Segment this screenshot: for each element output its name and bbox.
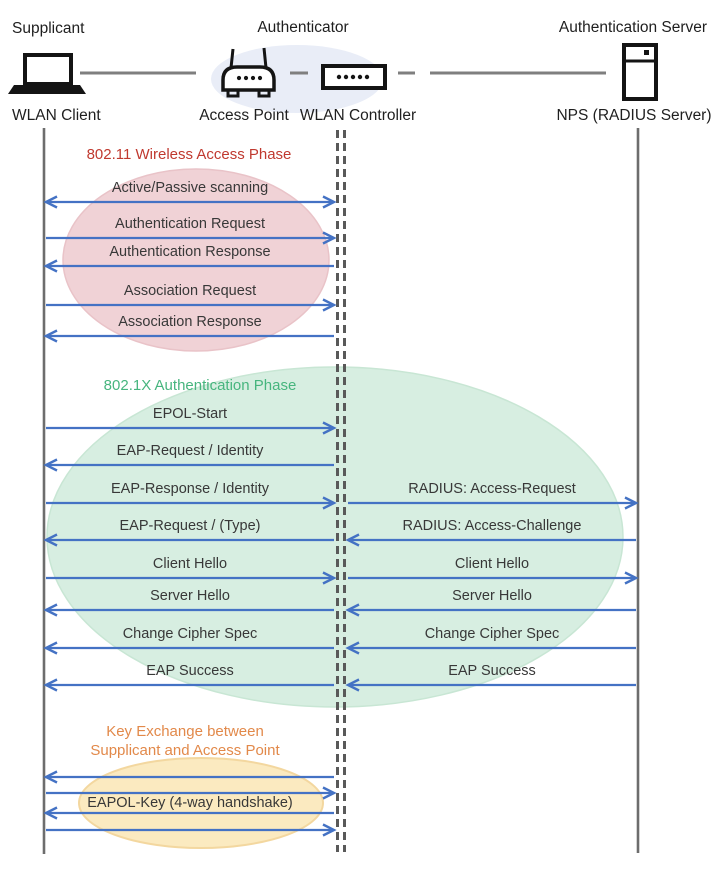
role-label-supplicant: Supplicant <box>12 20 85 37</box>
wlan-controller-icon <box>321 64 387 90</box>
message-label: Server Hello <box>452 588 532 604</box>
access-point-icon <box>221 47 276 98</box>
arrowhead <box>43 806 58 820</box>
message-label: EAP-Request / Identity <box>116 443 264 459</box>
phase3-ellipse <box>78 757 324 849</box>
message-arrow <box>345 603 636 617</box>
role-label-authentication-server: Authentication Server <box>558 19 708 36</box>
message-arrow <box>348 571 639 585</box>
message-label: EAP-Response / Identity <box>111 481 269 497</box>
arrowhead <box>322 571 337 585</box>
message-arrow <box>46 571 337 585</box>
message-arrow <box>43 329 334 343</box>
phase2-ellipse <box>46 366 624 708</box>
arrowhead <box>43 603 58 617</box>
arrowhead <box>322 231 337 245</box>
arrowhead <box>624 571 639 585</box>
message-label: EAP-Request / (Type) <box>119 518 261 534</box>
arrowhead <box>43 329 58 343</box>
message-arrow <box>348 496 639 510</box>
message-arrow <box>46 421 337 435</box>
node-label-nps-radius-server: NPS (RADIUS Server) <box>556 107 712 124</box>
message-label: EAP Success <box>448 663 536 679</box>
arrowhead <box>43 259 58 273</box>
message-arrow <box>43 259 334 273</box>
arrowhead <box>43 195 58 209</box>
role-label-authenticator: Authenticator <box>257 19 349 36</box>
arrowhead <box>43 770 58 784</box>
phase2-title: 802.1X Authentication Phase <box>103 377 297 394</box>
message-label: Change Cipher Spec <box>424 626 560 642</box>
arrowhead <box>43 458 58 472</box>
message-arrow <box>345 641 636 655</box>
server-tower-icon <box>622 43 658 101</box>
message-arrow <box>46 298 337 312</box>
phase3-title: Key Exchange between Supplicant and Acce… <box>90 723 280 759</box>
message-label: Authentication Response <box>109 244 271 260</box>
arrowhead <box>624 496 639 510</box>
message-arrow <box>43 678 334 692</box>
message-label: Server Hello <box>150 588 230 604</box>
arrowhead <box>345 603 360 617</box>
arrowhead <box>43 533 58 547</box>
lifeline-authenticator <box>336 130 346 852</box>
message-arrow <box>46 786 337 800</box>
message-arrow <box>43 641 334 655</box>
node-label-wlan-controller: WLAN Controller <box>299 107 417 124</box>
phase1-title: 802.11 Wireless Access Phase <box>86 146 292 163</box>
arrowhead <box>345 533 360 547</box>
message-arrow <box>43 195 337 209</box>
arrowhead <box>43 641 58 655</box>
message-label: Association Response <box>118 314 262 330</box>
message-label: Client Hello <box>454 556 530 572</box>
arrowhead <box>322 195 337 209</box>
message-arrow <box>345 533 636 547</box>
message-arrow <box>43 770 334 784</box>
message-label: Authentication Request <box>115 216 265 232</box>
message-label: EPOL-Start <box>152 406 228 422</box>
message-label: Client Hello <box>152 556 228 572</box>
message-arrow <box>46 823 337 837</box>
arrowhead <box>322 823 337 837</box>
message-label: Association Request <box>123 283 257 299</box>
message-arrow <box>46 496 337 510</box>
arrowhead <box>345 641 360 655</box>
node-label-access-point: Access Point <box>199 107 289 124</box>
message-arrow <box>43 533 334 547</box>
message-arrow <box>345 678 636 692</box>
message-arrow <box>43 458 334 472</box>
laptop-icon <box>8 53 86 94</box>
arrowhead <box>322 786 337 800</box>
message-arrow <box>43 806 334 820</box>
authenticator-halo <box>211 45 383 113</box>
arrowhead <box>322 496 337 510</box>
message-arrow <box>46 231 337 245</box>
message-label: EAPOL-Key (4-way handshake) <box>87 795 293 811</box>
message-label: RADIUS: Access-Challenge <box>402 518 582 534</box>
arrowhead <box>345 678 360 692</box>
message-arrows-layer <box>43 195 639 837</box>
message-label: EAP Success <box>146 663 234 679</box>
message-label: Change Cipher Spec <box>122 626 258 642</box>
message-label: Active/Passive scanning <box>111 180 269 196</box>
arrowhead <box>322 298 337 312</box>
arrowhead <box>322 421 337 435</box>
arrowhead <box>43 678 58 692</box>
message-label: RADIUS: Access-Request <box>408 481 576 497</box>
node-label-wlan-client: WLAN Client <box>12 107 101 124</box>
message-arrow <box>43 603 334 617</box>
